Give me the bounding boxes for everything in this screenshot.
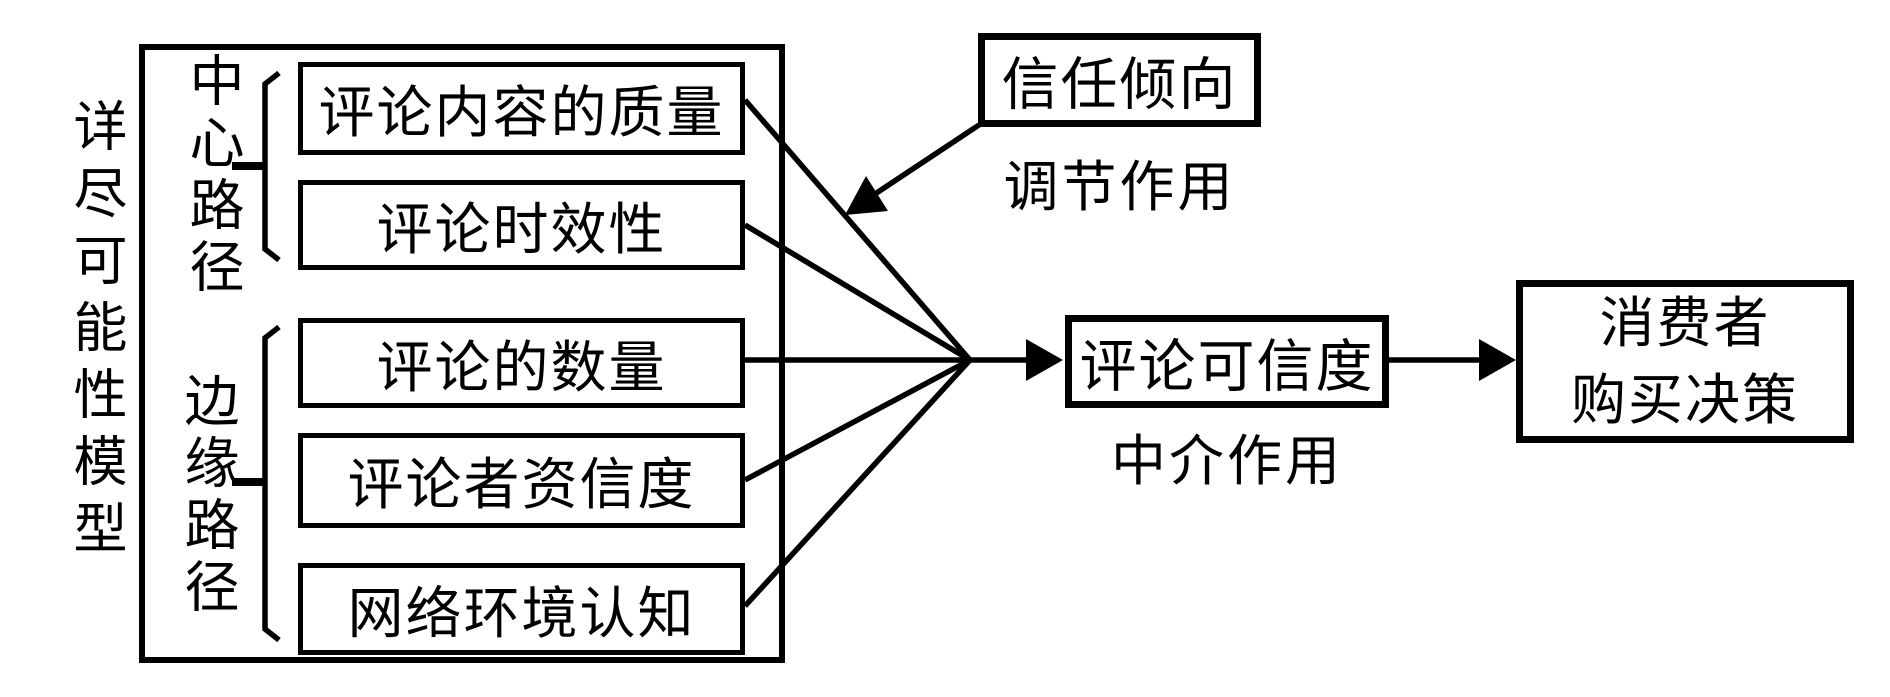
factor-box-reviewer-credibility: 评论者资信度 bbox=[298, 433, 745, 528]
purchase-decision-box: 消费者 购买决策 bbox=[1516, 280, 1854, 443]
factor-box-content-quality: 评论内容的质量 bbox=[298, 62, 745, 155]
purchase-decision-line1: 消费者 bbox=[1599, 292, 1771, 354]
arrowhead-to-credibility bbox=[1026, 339, 1063, 381]
trust-propensity-box: 信任倾向 bbox=[978, 33, 1261, 127]
review-credibility-box: 评论可信度 bbox=[1065, 315, 1389, 408]
moderator-arrow-line bbox=[870, 122, 981, 199]
central-route-label: 中心路径 bbox=[181, 52, 242, 300]
peripheral-route-label: 边缘路径 bbox=[176, 372, 237, 620]
factor-box-quantity: 评论的数量 bbox=[298, 318, 745, 408]
factor-box-timeliness: 评论时效性 bbox=[298, 180, 745, 270]
mediating-effect-label: 中介作用 bbox=[1110, 431, 1343, 492]
elm-container-box bbox=[139, 44, 785, 663]
purchase-decision-line2: 购买决策 bbox=[1570, 369, 1799, 431]
moderator-arrowhead bbox=[845, 176, 888, 215]
factor-box-environment-cognition: 网络环境认知 bbox=[298, 563, 745, 655]
model-label: 详尽可能性模型 bbox=[65, 97, 125, 567]
arrowhead-to-decision bbox=[1479, 339, 1516, 381]
moderating-effect-label: 调节作用 bbox=[1003, 157, 1236, 218]
